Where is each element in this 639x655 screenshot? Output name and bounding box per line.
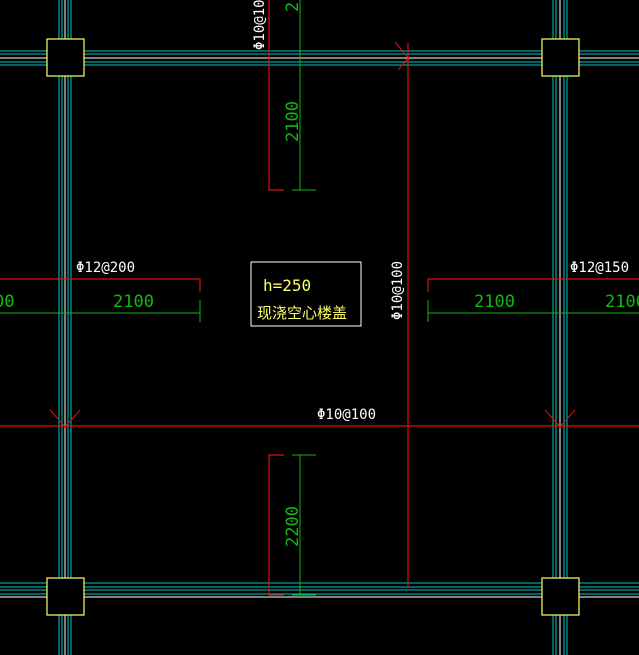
dimension-top: 2100 xyxy=(283,101,303,142)
slab-thickness: h=250 xyxy=(263,276,311,295)
dimension-left: 2100 xyxy=(113,292,154,312)
rebar-label-center-vertical: Φ10@100 xyxy=(390,261,406,320)
rebar-top xyxy=(268,0,284,191)
column-top-left xyxy=(46,38,85,77)
rebar-label-left: Φ12@200 xyxy=(76,260,135,276)
dimension-right-partial: 2100 xyxy=(605,292,639,312)
slab-note: h=250 现浇空心楼盖 xyxy=(250,261,362,327)
tick-marks xyxy=(49,41,576,429)
rebar-label-right: Φ12@150 xyxy=(570,260,629,276)
dimension-left-partial: 00 xyxy=(0,292,14,312)
rebar-lines xyxy=(0,0,639,596)
column-bottom-left xyxy=(46,577,85,616)
column-bottom-right xyxy=(541,577,580,616)
dimension-top-partial: 2 xyxy=(283,2,303,12)
slab-type: 现浇空心楼盖 xyxy=(257,304,347,322)
slab-note-frame xyxy=(250,261,362,327)
rebar-left xyxy=(0,278,201,292)
rebar-label-top: Φ10@100 xyxy=(252,0,268,50)
dimension-lines xyxy=(0,0,639,596)
column-top-right xyxy=(541,38,580,77)
rebar-bottom xyxy=(268,454,284,596)
rebar-right xyxy=(427,278,639,292)
dimension-values: 2 2100 00 2100 2100 2100 2200 xyxy=(0,2,639,547)
rebar-labels: Φ10@100 Φ12@200 Φ12@150 Φ10@100 Φ10@100 xyxy=(76,0,629,423)
dimension-right: 2100 xyxy=(474,292,515,312)
dimension-bottom: 2200 xyxy=(283,506,303,547)
columns xyxy=(46,38,580,616)
rebar-label-center-horizontal: Φ10@100 xyxy=(317,407,376,423)
